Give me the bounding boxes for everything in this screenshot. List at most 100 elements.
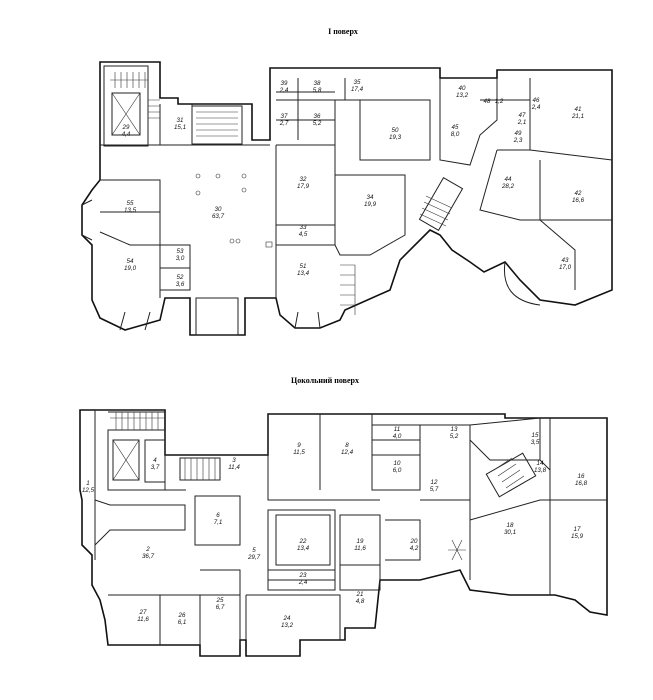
room-area: 2,3 [513, 137, 523, 144]
room-label: 24 [283, 615, 291, 622]
room-label: 47 [519, 112, 526, 119]
room-area: 11,4 [228, 464, 240, 471]
room-area: 15,9 [571, 533, 584, 540]
room-area: 4,4 [122, 131, 131, 138]
room-label: 13 [451, 426, 458, 433]
floor-2-title: Цокольний поверх [291, 376, 359, 385]
room-area: 6,1 [178, 619, 187, 626]
room-label: 48 [484, 98, 491, 105]
room-label: 27 [139, 609, 147, 616]
room-label: 22 [299, 538, 307, 545]
room-area: 13,2 [456, 92, 469, 99]
room-area: 6,7 [216, 604, 225, 611]
room-label: 17 [574, 526, 581, 533]
room-label: 1 [86, 480, 89, 487]
room-label: 39 [281, 80, 288, 87]
room-area: 2,4 [531, 104, 541, 111]
room-label: 6 [216, 512, 220, 519]
room-label: 18 [507, 522, 514, 529]
room-label: 32 [300, 176, 307, 183]
floor-2-plan [79, 409, 608, 657]
room-area: 30,1 [504, 529, 516, 536]
room-area: 4,8 [356, 598, 365, 605]
room-area: 2,1 [517, 119, 527, 126]
room-area: 13,5 [124, 207, 137, 214]
room-area: 63,7 [212, 213, 225, 220]
room-area: 21,1 [571, 113, 584, 120]
room-label: 19 [357, 538, 364, 545]
room-area: 6,0 [393, 467, 402, 474]
floor-2-labels: 1 12,5 4 3,7 3 11,4 9 11,5 8 12,4 11 4,0… [82, 426, 588, 629]
room-label: 11 [394, 426, 400, 433]
room-label: 30 [215, 206, 222, 213]
room-label: 25 [216, 597, 224, 604]
floor-1-plan [81, 61, 613, 336]
room-area: 17,9 [297, 183, 310, 190]
room-area: 12,4 [341, 449, 354, 456]
room-area: 5,2 [450, 433, 459, 440]
room-area: 19,9 [364, 201, 377, 208]
room-label: 29 [122, 124, 130, 131]
room-label: 55 [127, 200, 134, 207]
room-area: 17,4 [351, 86, 364, 93]
room-label: 14 [537, 460, 544, 467]
room-label: 10 [394, 460, 401, 467]
room-area: 11,6 [137, 616, 149, 623]
room-area: 28,2 [501, 183, 515, 190]
room-area: 13,2 [281, 622, 294, 629]
room-area: 2,4 [279, 87, 289, 94]
room-label: 12 [431, 479, 438, 486]
room-label: 46 [533, 97, 540, 104]
room-label: 4 [153, 457, 157, 464]
room-area: 4,0 [393, 433, 402, 440]
room-area: 17,0 [559, 264, 572, 271]
room-label: 9 [297, 442, 301, 449]
room-area: 16,6 [572, 197, 585, 204]
room-label: 49 [515, 130, 522, 137]
room-area: 3,5 [531, 439, 540, 446]
room-label: 16 [578, 473, 585, 480]
room-area: 13,4 [297, 270, 310, 277]
room-label: 15 [532, 432, 539, 439]
room-label: 33 [300, 224, 307, 231]
room-area: 5,7 [430, 486, 439, 493]
room-area: 5,2 [313, 120, 322, 127]
room-label: 34 [367, 194, 374, 201]
room-label: 43 [562, 257, 569, 264]
room-area: 8,0 [451, 131, 460, 138]
room-label: 54 [127, 258, 134, 265]
room-area: 7,1 [214, 519, 223, 526]
room-label: 37 [281, 113, 288, 120]
room-label: 50 [392, 127, 399, 134]
room-area: 1,2 [495, 98, 504, 105]
room-label: 20 [410, 538, 418, 545]
room-area: 12,5 [82, 487, 95, 494]
room-label: 45 [452, 124, 459, 131]
room-label: 44 [505, 176, 512, 183]
room-area: 3,7 [151, 464, 160, 471]
room-area: 2,4 [298, 579, 308, 586]
room-label: 3 [232, 457, 236, 464]
room-area: 4,2 [410, 545, 419, 552]
room-area: 36,7 [142, 553, 155, 560]
room-label: 40 [459, 85, 466, 92]
room-area: 15,1 [174, 124, 186, 131]
room-area: 11,5 [293, 449, 305, 456]
room-label: 41 [575, 106, 582, 113]
room-label: 53 [177, 248, 184, 255]
room-label: 42 [575, 190, 582, 197]
room-label: 36 [314, 113, 321, 120]
room-area: 16,8 [575, 480, 588, 487]
room-label: 35 [354, 79, 361, 86]
room-area: 4,5 [299, 231, 308, 238]
floor-1-labels: 29 4,4 31 15,1 30 63,7 55 13,5 54 19,0 5… [122, 79, 585, 288]
room-label: 21 [356, 591, 364, 598]
room-area: 5,8 [313, 87, 322, 94]
room-area: 19,3 [389, 134, 402, 141]
room-area: 3,6 [176, 281, 185, 288]
room-area: 29,7 [247, 554, 261, 561]
room-area: 13,8 [534, 467, 547, 474]
room-area: 3,0 [176, 255, 185, 262]
room-label: 51 [300, 263, 307, 270]
